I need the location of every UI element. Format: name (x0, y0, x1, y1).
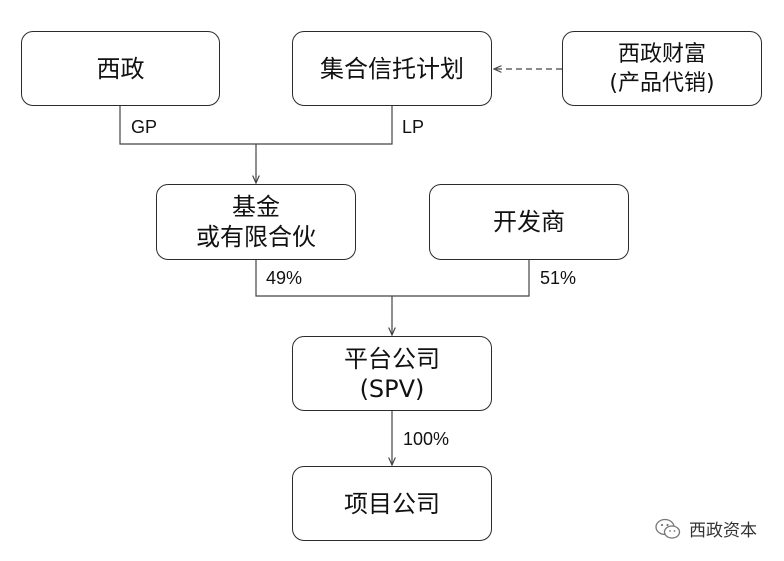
edge-label-fund-share: 49% (266, 268, 303, 288)
node-wealth-distribution: 西政财富 (产品代销) (562, 31, 762, 106)
node-trust-plan: 集合信托计划 (292, 31, 492, 106)
node-project-company: 项目公司 (292, 466, 492, 541)
node-spv-label: 平台公司 (344, 344, 440, 373)
node-project-label: 项目公司 (344, 489, 440, 518)
node-fund: 基金 或有限合伙 (156, 184, 356, 260)
node-fund-label: 基金 (232, 193, 280, 221)
node-wealth-sublabel: (产品代销) (609, 70, 715, 96)
node-developer-label: 开发商 (493, 208, 565, 236)
node-xizheng: 西政 (21, 31, 220, 106)
wechat-icon (655, 518, 681, 539)
node-wealth-label: 西政财富 (617, 41, 706, 67)
edge-label-gp: GP (131, 117, 158, 137)
watermark-text: 西政资本 (689, 521, 757, 541)
node-spv-sublabel: (SPV) (359, 374, 425, 403)
edge-label-lp: LP (402, 117, 425, 137)
node-xizheng-label: 西政 (96, 54, 145, 83)
edge-label-developer-share: 51% (540, 268, 577, 288)
watermark: 西政资本 (655, 516, 757, 541)
edge-label-spv-share: 100% (403, 429, 450, 449)
gp-lp-merge-line (119, 106, 393, 145)
node-spv: 平台公司 (SPV) (292, 336, 492, 411)
node-fund-sublabel: 或有限合伙 (196, 223, 316, 251)
node-developer: 开发商 (429, 184, 629, 260)
node-trust-plan-label: 集合信托计划 (320, 54, 464, 83)
